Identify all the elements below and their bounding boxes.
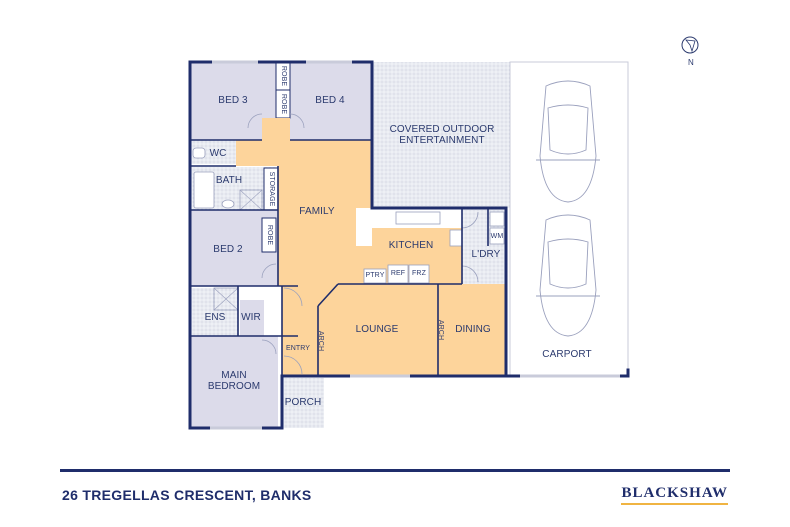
wir-area [240, 300, 264, 336]
property-address: 26 TREGELLAS CRESCENT, BANKS [62, 487, 312, 503]
label-outdoor-1: COVERED OUTDOOR [389, 124, 495, 135]
label-main-bedroom-2: BEDROOM [207, 381, 261, 392]
trough [489, 211, 505, 227]
toilet [192, 147, 206, 159]
frz-box [408, 264, 430, 284]
dining-area [438, 284, 506, 376]
label-kitchen: KITCHEN [388, 240, 434, 251]
ptry-box [363, 268, 387, 284]
ref-box [387, 264, 409, 284]
bathtub [193, 171, 215, 209]
label-pantry: PTRY [365, 272, 385, 279]
label-frz: FRZ [412, 270, 426, 277]
carport-area [509, 61, 629, 377]
sink [395, 211, 441, 225]
cooktop [449, 229, 463, 247]
label-wc: WC [209, 148, 227, 159]
north-arrow-icon [681, 36, 699, 54]
family-area [236, 140, 462, 376]
label-storage: STORAGE [268, 171, 275, 207]
wm-box [489, 227, 505, 245]
label-bath: BATH [215, 175, 243, 186]
bed3-area [190, 62, 276, 140]
label-ref: REF [390, 270, 406, 277]
label-wm: WM [490, 233, 504, 240]
label-arch-1: ARCH [317, 330, 324, 352]
covered-outdoor-area [372, 62, 510, 208]
car-icon-2 [536, 214, 600, 337]
compass-label: N [688, 58, 694, 67]
footer-divider [60, 469, 730, 472]
brand-logo: BLACKSHAW [621, 485, 728, 505]
label-dining: DINING [455, 324, 491, 335]
lounge-area [318, 284, 438, 376]
label-family: FAMILY [299, 206, 335, 217]
label-outdoor-2: ENTERTAINMENT [399, 135, 485, 146]
basin [221, 199, 235, 209]
label-arch-2: ARCH [437, 319, 444, 341]
car-icon-1 [536, 80, 600, 203]
label-main-bedroom-1: MAIN [221, 370, 247, 381]
label-robe-2: ROBE [280, 93, 287, 115]
label-bed3: BED 3 [218, 95, 248, 106]
label-robe-1: ROBE [280, 65, 287, 87]
main-bedroom-area [190, 336, 278, 428]
hall-top [262, 118, 290, 142]
label-laundry: L'DRY [471, 249, 501, 260]
label-bed4: BED 4 [315, 95, 345, 106]
label-ens: ENS [204, 312, 226, 323]
robe3-area [261, 217, 277, 253]
label-entry: ENTRY [285, 345, 311, 352]
label-porch: PORCH [284, 397, 322, 408]
label-carport: CARPORT [542, 349, 592, 360]
label-wir: WIR [241, 312, 261, 323]
label-bed2: BED 2 [213, 244, 243, 255]
label-robe-3: ROBE [266, 224, 273, 246]
label-lounge: LOUNGE [355, 324, 399, 335]
porch-area [282, 378, 324, 428]
